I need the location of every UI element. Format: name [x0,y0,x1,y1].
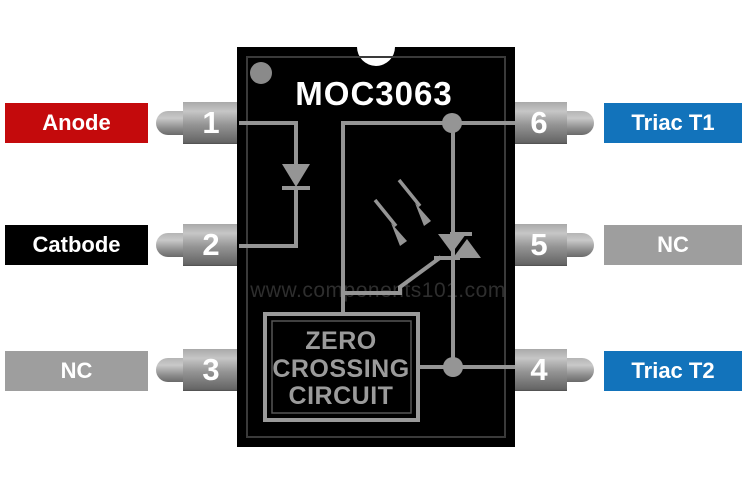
light-arrow-2-shaft [373,198,398,228]
light-arrow-1-head [415,203,431,226]
pin-3-number: 3 [202,352,220,387]
zc-line-1: ZERO [305,327,376,355]
zc-line-2: CROSSING [272,355,409,383]
label-nc-right: NC [604,225,742,265]
triac-triangle-up [453,239,481,258]
watermark: www.components101.com [249,279,506,302]
zero-crossing-text: ZERO CROSSING CIRCUIT [272,327,409,410]
junction-dot-bottom [443,357,463,377]
pin-4: 4 [511,349,567,391]
pin-5: 5 [511,224,567,266]
pin-1: 1 [183,102,239,144]
light-arrows [373,178,431,246]
light-arrow-2-head [391,223,407,246]
zero-crossing-box [263,312,420,422]
label-triac-t2: Triac T2 [604,351,742,391]
pin-2: 2 [183,224,239,266]
label-cathode: Catbode [5,225,148,265]
pin-1-number: 1 [202,105,220,140]
zero-crossing-box-inner [271,320,412,414]
pin1-indicator-dot [250,62,272,84]
led-diode-triangle [282,164,310,187]
label-triac-t1: Triac T1 [604,103,742,143]
zc-line-3: CIRCUIT [289,382,394,410]
chip-body [237,47,515,447]
triac-triangle-down [438,234,466,253]
gate-wire [343,255,443,295]
light-arrow-1-shaft [397,178,422,208]
label-nc-left: NC [5,351,148,391]
led-cathode-wire [239,188,298,248]
chip-title: MOC3063 [295,75,452,112]
pin-5-number: 5 [530,227,548,262]
pin-4-number: 4 [530,352,548,387]
label-anode: Anode [5,103,148,143]
pin-6: 6 [511,102,567,144]
led-wires [239,121,310,248]
pin-6-number: 6 [530,105,548,140]
pin-3: 3 [183,349,239,391]
pin-2-number: 2 [202,227,220,262]
led-anode-wire [239,121,298,164]
junction-dot-top [442,113,462,133]
